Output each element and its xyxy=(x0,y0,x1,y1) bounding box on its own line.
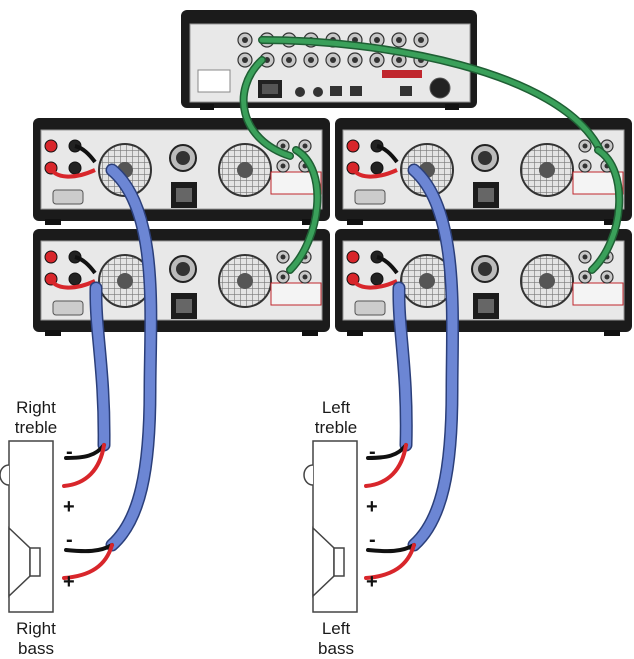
right-bass-plus: + xyxy=(63,571,75,593)
left-treble-label-line1: Left xyxy=(321,398,351,417)
right-bass-minus: - xyxy=(66,529,73,551)
power-amplifier xyxy=(33,229,330,336)
binding-post-icon xyxy=(346,139,399,179)
rca-jack-icon xyxy=(369,52,385,68)
left-treble-label: Left treble xyxy=(306,398,366,438)
right-treble-minus: - xyxy=(66,441,73,463)
rca-jack-icon xyxy=(237,52,253,68)
tweeter-icon xyxy=(0,464,10,486)
xlr-socket-icon xyxy=(471,144,499,172)
left-treble-minus: - xyxy=(369,441,376,463)
left-speaker xyxy=(303,440,358,613)
rca-jack-icon xyxy=(369,32,385,48)
speaker-leads xyxy=(62,443,416,580)
power-amplifier xyxy=(335,118,632,225)
right-bass-label-line2: bass xyxy=(18,639,54,658)
left-treble-cable xyxy=(392,281,413,452)
left-treble-plus: + xyxy=(366,496,378,518)
right-bass-label: Right bass xyxy=(6,619,66,659)
woofer-icon xyxy=(312,526,345,598)
right-treble-cable xyxy=(89,281,111,452)
rca-jack-icon xyxy=(391,32,407,48)
left-bass-label: Left bass xyxy=(306,619,366,659)
cooling-fan-icon xyxy=(218,143,272,197)
speaker-cables xyxy=(89,163,460,552)
tweeter-icon xyxy=(303,464,314,486)
cooling-fan-icon xyxy=(520,143,574,197)
cooling-fan-icon xyxy=(98,254,152,308)
power-amplifier xyxy=(33,118,330,225)
rca-jack-icon xyxy=(303,52,319,68)
rca-jack-icon xyxy=(237,32,253,48)
xlr-socket-icon xyxy=(169,255,197,283)
right-treble-label-line1: Right xyxy=(16,398,56,417)
binding-post-icon xyxy=(346,250,399,290)
right-speaker xyxy=(0,440,54,613)
woofer-icon xyxy=(8,526,41,598)
left-bass-label-line2: bass xyxy=(318,639,354,658)
right-treble-plus: + xyxy=(63,496,75,518)
left-bass-cable xyxy=(407,163,460,552)
rca-jack-icon xyxy=(413,32,429,48)
xlr-socket-icon xyxy=(169,144,197,172)
right-bass-label-line1: Right xyxy=(16,619,56,638)
power-amplifier xyxy=(335,229,632,336)
rca-jack-icon xyxy=(347,52,363,68)
left-bass-label-line1: Left xyxy=(321,619,351,638)
left-treble-label-line2: treble xyxy=(314,418,358,437)
signal-cables xyxy=(239,36,624,274)
binding-post-icon xyxy=(44,250,97,290)
cooling-fan-icon xyxy=(520,254,574,308)
right-bass-cable xyxy=(105,163,158,552)
power-amplifier-stack xyxy=(33,118,632,336)
right-treble-label-line2: treble xyxy=(14,418,58,437)
xlr-socket-icon xyxy=(471,255,499,283)
left-bass-minus: - xyxy=(369,529,376,551)
left-bass-plus: + xyxy=(366,571,378,593)
binding-post-icon xyxy=(44,139,97,179)
right-treble-label: Right treble xyxy=(6,398,66,438)
rca-jack-icon xyxy=(325,52,341,68)
rca-jack-icon xyxy=(281,52,297,68)
cooling-fan-icon xyxy=(218,254,272,308)
